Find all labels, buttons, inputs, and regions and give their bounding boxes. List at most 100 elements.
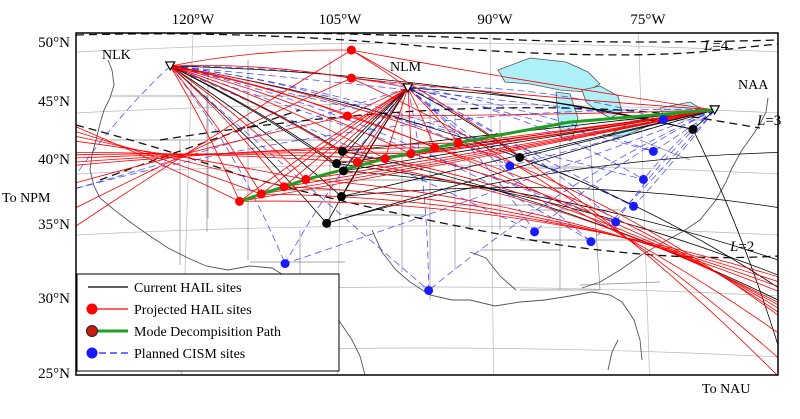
meridian-line [489, 33, 494, 375]
projected-hail-link-npm [76, 152, 358, 163]
cism-site [505, 161, 515, 171]
cism-link [407, 87, 535, 233]
projected-hail-link-nau [284, 186, 778, 287]
cism-link [643, 109, 715, 180]
projected-hail-link [170, 65, 411, 155]
projected-hail-link [239, 109, 715, 202]
legend-cism-label: Planned CISM sites [134, 347, 245, 362]
station-label-nlm: NLM [390, 60, 422, 75]
projected-hail-link [356, 87, 409, 163]
cism-link [407, 87, 644, 180]
legend: Current HAIL sites Projected HAIL sites … [76, 273, 340, 372]
cism-link [76, 65, 171, 176]
current-hail-site [332, 159, 342, 169]
cism-link [407, 87, 511, 167]
parallel-line [76, 225, 778, 236]
projected-hail-link [170, 49, 352, 67]
projected-hail-link [170, 65, 435, 149]
legend-projected-label: Projected HAIL sites [134, 303, 252, 318]
projected-hail-link [407, 87, 435, 148]
projected-hail-link [407, 87, 459, 144]
lat-label-25n: 25°N [38, 366, 70, 382]
station-label-nlk: NLK [102, 48, 131, 63]
cism-link [407, 87, 429, 291]
mode-path-line [239, 108, 715, 203]
projected-hail-link [169, 65, 240, 202]
projected-hail-site [352, 157, 362, 167]
transmitter-naa [709, 105, 721, 116]
projected-hail-link [170, 65, 358, 163]
projected-hail-link-nau [410, 153, 778, 309]
lat-label-30n: 30°N [38, 291, 70, 307]
projected-hail-link-nau [458, 142, 778, 316]
cism-link [170, 65, 592, 242]
legend-box [76, 273, 340, 372]
projected-hail-link-npm [76, 142, 459, 166]
current-hail-site [322, 218, 332, 228]
legend-cism: Planned CISM sites [86, 347, 245, 362]
cism-site [586, 237, 596, 247]
lon-label-90w: 90°W [477, 12, 513, 28]
projected-hail-link-npm [76, 49, 352, 227]
projected-hail-link-npm [76, 152, 411, 159]
projected-hail-link [170, 65, 352, 79]
cism-link [590, 109, 716, 242]
projected-hail-link [384, 87, 409, 159]
current-hail-link [169, 65, 342, 197]
l-shell-label-4: L=4 [703, 38, 729, 54]
cism-link [407, 87, 616, 223]
projected-hail-link-npm [76, 140, 306, 180]
cism-link [407, 87, 592, 242]
cism-site [629, 201, 639, 211]
map-frame [75, 32, 779, 376]
current-hail-link-npm [342, 151, 778, 301]
cism-link [170, 65, 634, 207]
projected-hail-link-nau [239, 200, 778, 278]
cism-link [407, 87, 634, 207]
projected-hail-link [170, 65, 459, 144]
projected-hail-link-npm [76, 126, 240, 202]
parallel-line [76, 42, 778, 53]
current-hail-site-markers [322, 124, 698, 228]
projected-hail-site [453, 138, 463, 148]
cism-site [658, 115, 668, 125]
current-hail-site [688, 124, 698, 134]
meridian-line [638, 33, 650, 375]
projected-hail-link-npm [76, 115, 348, 184]
mode-decomposition-path [239, 108, 715, 203]
projected-hail-link-nau [261, 193, 778, 282]
projected-hail-link-npm [76, 153, 386, 160]
projected-hail-site [256, 189, 266, 199]
meridian-line [787, 33, 800, 375]
projected-hail-link-nau [351, 49, 778, 375]
cism-link [633, 109, 716, 207]
projected-hail-link [170, 65, 348, 117]
projected-hail-site [430, 143, 440, 153]
transmitter-nlm [402, 83, 414, 94]
projected-hail-link-nau [351, 77, 778, 358]
cism-site [60, 187, 69, 196]
projected-hail-site [346, 73, 356, 83]
projected-hail-links [76, 49, 778, 375]
legend-mode-label: Mode Decompisition Path [134, 325, 281, 340]
projected-hail-link-npm [76, 136, 285, 188]
projected-hail-link [169, 65, 285, 187]
projected-hail-link [305, 87, 409, 180]
lat-label-50n: 50°N [38, 35, 70, 51]
legend-mode-path: Mode Decompisition Path [86, 325, 281, 340]
projected-hail-link [351, 49, 715, 111]
current-hail-site [337, 146, 347, 156]
current-hail-link [170, 65, 694, 130]
current-hail-link [169, 65, 327, 224]
projected-hail-link [458, 109, 715, 144]
station-label-naa: NAA [738, 78, 769, 93]
transmitter-markers [164, 61, 721, 116]
current-hail-link-npm [519, 157, 778, 288]
cism-link [170, 65, 535, 233]
legend-current-label: Current HAIL sites [134, 281, 242, 296]
cism-site [638, 174, 648, 184]
current-hail-link-npm [341, 187, 778, 208]
projected-hail-site [342, 111, 352, 121]
projected-hail-site [406, 149, 416, 159]
